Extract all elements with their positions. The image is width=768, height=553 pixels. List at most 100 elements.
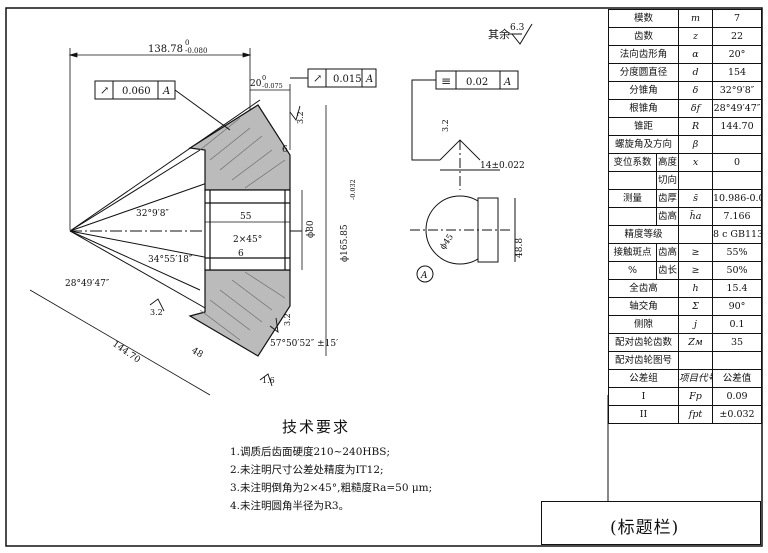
- svg-text:3.2: 3.2: [296, 111, 305, 124]
- param-symbol: ≥: [678, 243, 714, 262]
- runout-frame-left: [94, 80, 231, 131]
- param-name: 螺旋角及方向: [607, 135, 680, 154]
- param-name: 模数: [607, 9, 680, 28]
- param-name: 分度圆直径: [607, 63, 680, 82]
- svg-text:6: 6: [238, 249, 244, 259]
- keyway-view: [410, 139, 516, 283]
- param-symbol: β: [678, 135, 714, 154]
- svg-text:3.2: 3.2: [283, 313, 292, 326]
- param-name: 齿数: [607, 27, 680, 46]
- param-symbol: R: [678, 117, 714, 136]
- param-sub: 高度: [655, 153, 680, 172]
- svg-text:ϕ80: ϕ80: [306, 220, 316, 238]
- param-name: II: [607, 405, 680, 424]
- param-symbol: ≥: [678, 261, 714, 280]
- param-value: ±0.032: [712, 405, 763, 424]
- svg-text:32°9′8″: 32°9′8″: [136, 209, 169, 219]
- svg-text:28°49′47″: 28°49′47″: [65, 279, 110, 289]
- svg-text:0.02: 0.02: [466, 77, 488, 88]
- param-name: 侧隙: [607, 315, 680, 334]
- svg-text:-0.032: -0.032: [349, 179, 357, 200]
- param-symbol: Σ: [678, 297, 714, 316]
- param-symbol: m: [678, 9, 714, 28]
- svg-text:6: 6: [282, 145, 288, 155]
- param-sub: 齿厚: [655, 189, 680, 208]
- param-name: I: [607, 387, 680, 406]
- param-symbol: fpt: [678, 405, 714, 424]
- param-name: 法向齿形角: [607, 45, 680, 64]
- param-symbol: δ: [678, 81, 714, 100]
- param-symbol: x: [678, 153, 714, 172]
- svg-text:A: A: [365, 74, 373, 85]
- svg-text:55: 55: [240, 212, 252, 222]
- requirement-item: 4.未注明圆角半径为R3。: [230, 500, 350, 512]
- param-value: 0: [712, 153, 763, 172]
- param-value: 154: [712, 63, 763, 82]
- param-value: 144.70: [712, 117, 763, 136]
- param-value: 32°9′8″: [712, 81, 763, 100]
- param-symbol: Zм: [678, 333, 714, 352]
- svg-text:ϕ45: ϕ45: [438, 232, 456, 251]
- param-sub: 切向: [655, 171, 680, 190]
- title-block: (标题栏): [541, 501, 761, 545]
- svg-text:↗: ↗: [100, 84, 109, 97]
- param-row: 配对齿轮图号: [607, 351, 763, 370]
- requirement-item: 2.未注明尺寸公差处精度为IT12;: [230, 464, 384, 476]
- param-sub: 齿长: [655, 261, 680, 280]
- svg-text:其余: 其余: [488, 27, 510, 41]
- param-value: 8 c GB11365: [712, 225, 763, 244]
- svg-text:ϕ165.85: ϕ165.85: [340, 224, 350, 262]
- svg-text:A: A: [420, 271, 428, 281]
- param-name: [608, 207, 657, 226]
- dim-backface: [250, 84, 291, 150]
- param-name: %: [608, 261, 657, 280]
- hatching: [199, 117, 286, 341]
- param-row: 切向: [608, 171, 763, 190]
- param-symbol: z: [678, 27, 714, 46]
- param-value: 50%: [712, 261, 763, 280]
- param-row: 接触斑点齿高≥55%: [608, 243, 763, 262]
- dim-crown-length: [68, 48, 252, 230]
- param-symbol: Fp: [678, 387, 714, 406]
- svg-text:0.015: 0.015: [333, 74, 362, 85]
- param-row: %齿长≥50%: [608, 261, 763, 280]
- param-name: 接触斑点: [608, 243, 657, 262]
- param-symbol: 项目代号: [678, 369, 714, 388]
- general-roughness-note: 其余 6.3: [488, 23, 533, 45]
- param-value: [712, 171, 763, 190]
- upper-section: [188, 104, 291, 191]
- param-value: 22: [712, 27, 763, 46]
- param-value: 0.1: [712, 315, 763, 334]
- runout-frame-top: [290, 68, 377, 88]
- svg-text:-0.075: -0.075: [262, 82, 283, 90]
- param-symbol: h̄a: [678, 207, 714, 226]
- param-name: 配对齿轮齿数: [607, 333, 680, 352]
- param-symbol: s̄: [678, 189, 714, 208]
- svg-text:48.8: 48.8: [515, 238, 525, 258]
- param-name: 分锥角: [607, 81, 680, 100]
- param-name: 锥距: [607, 117, 680, 136]
- gear-section: [188, 104, 291, 357]
- param-symbol: [678, 225, 714, 244]
- param-value: 55%: [712, 243, 763, 262]
- requirement-item: 1.调质后齿面硬度210~240HBS;: [230, 446, 391, 458]
- param-value: 7: [712, 9, 763, 28]
- param-value: 公差值: [712, 369, 763, 388]
- sheet-border: [5, 7, 763, 547]
- svg-text:↗: ↗: [313, 72, 322, 85]
